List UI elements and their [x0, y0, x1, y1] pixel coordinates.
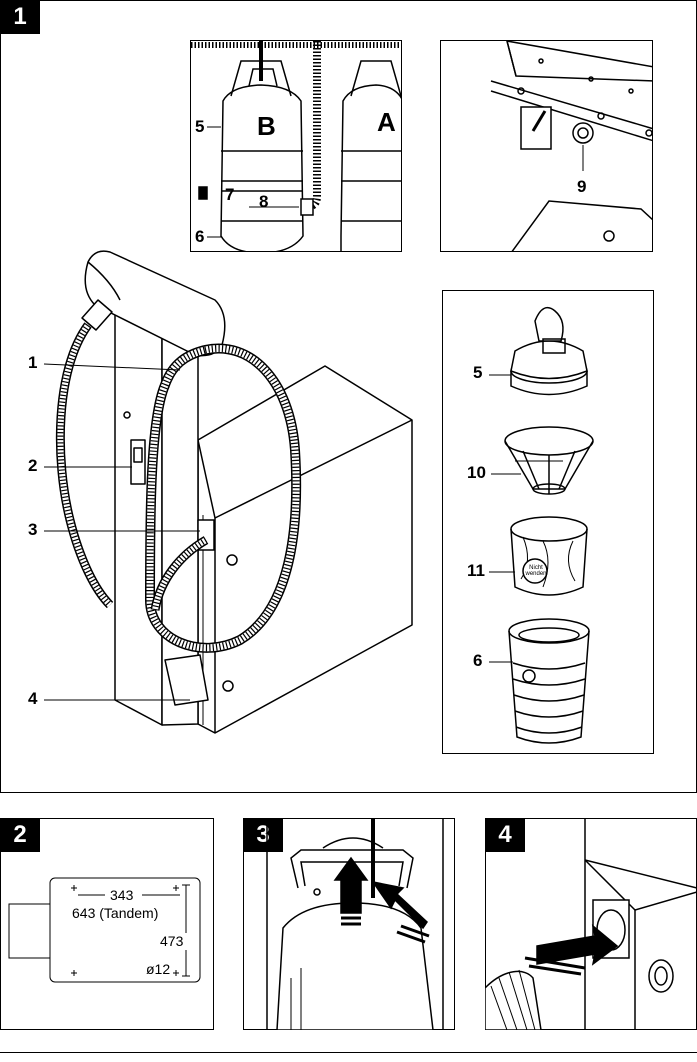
callout-4: 4 — [28, 689, 38, 708]
callout-5-containers: 5 — [195, 117, 205, 136]
dimension-hole: ø12 — [146, 961, 171, 977]
callout-10: 10 — [467, 463, 486, 482]
inset-parts: Nicht wenden 5 10 11 6 — [442, 290, 654, 754]
container-b-label: B — [257, 111, 276, 141]
ceiling-drawing — [490, 41, 652, 251]
callout-7: 7 — [225, 185, 235, 204]
bag-print-text: Nicht wenden — [525, 565, 547, 577]
figure-1-badge: 1 — [0, 0, 40, 34]
containers-drawing — [191, 41, 401, 251]
callout-6-parts: 6 — [473, 651, 483, 670]
container-a-label: A — [377, 107, 396, 137]
callout-3: 3 — [28, 520, 38, 539]
dimension-width: 343 — [110, 887, 134, 903]
hose-connect-drawing — [485, 818, 697, 1030]
mounting-plate-drawing — [8, 877, 201, 983]
page-bottom-rule — [0, 1052, 697, 1053]
container-insert-drawing — [266, 818, 444, 1030]
inset-ceiling: 9 — [440, 40, 653, 252]
dimension-tandem: 643 (Tandem) — [72, 905, 159, 921]
callout-11: 11 — [467, 561, 485, 580]
callout-5-parts: 5 — [473, 363, 483, 382]
vacuum-station-drawing — [43, 250, 413, 734]
callout-9: 9 — [577, 177, 587, 196]
parts-drawing — [489, 306, 594, 744]
inset-containers: B A 5 7 8 6 — [190, 40, 402, 252]
dimension-height: 473 — [160, 933, 184, 949]
callout-8: 8 — [259, 192, 269, 211]
callout-2: 2 — [28, 456, 38, 475]
callout-1: 1 — [28, 353, 38, 372]
figure-2-badge: 2 — [0, 818, 40, 852]
figure-4-badge: 4 — [485, 818, 525, 852]
callout-6-containers: 6 — [195, 227, 205, 246]
